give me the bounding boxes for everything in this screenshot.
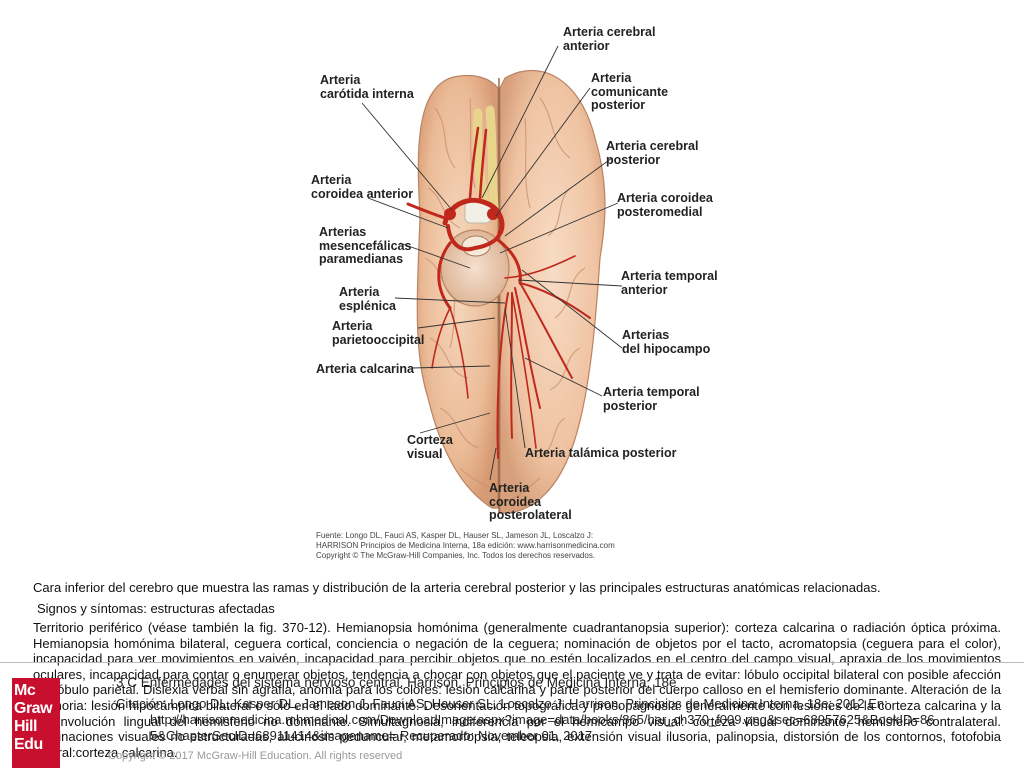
- citation-url-continued[interactable]: 5&ChapterSecID=68911414&imagename= Recup…: [150, 728, 593, 743]
- citation-url[interactable]: http://harrisonmedicina.mhmedical.com/Do…: [150, 712, 935, 727]
- citation-text: Citación: Longo DL, Kasper DL, Jameson J…: [116, 696, 888, 711]
- label-arteria-cerebral-anterior: Arteria cerebral anterior: [563, 25, 656, 53]
- copyright-notice: Copyright © 2017 McGraw-Hill Education. …: [108, 750, 403, 762]
- logo-word-mc: Mc: [14, 682, 36, 699]
- body-paragraph: Territorio periférico (véase también la …: [33, 620, 1001, 760]
- label-arteria-cerebral-posterior: Arteria cerebral posterior: [606, 139, 699, 167]
- label-arteria-coroidea-anterior: Arteria coroidea anterior: [311, 173, 414, 201]
- label-arteria-carotida-interna: Arteria carótida interna: [320, 73, 414, 101]
- footer-divider: [0, 662, 1024, 663]
- label-arteria-parietooccipital: Arteria parietooccipital: [332, 319, 425, 347]
- label-arterias-del-hipocampo: Arterias del hipocampo: [622, 328, 711, 356]
- figure-source-note: Fuente: Longo DL, Fauci AS, Kasper DL, H…: [316, 531, 615, 560]
- label-arteria-coroidea-posteromedial: Arteria coroidea posteromedial: [617, 191, 713, 219]
- gyri-left: [424, 97, 493, 489]
- leader-lines: [361, 45, 623, 481]
- logo-word-graw: Graw: [14, 700, 53, 717]
- arteries: [406, 126, 591, 459]
- label-arteria-temporal-anterior: Arteria temporal anterior: [621, 269, 718, 297]
- label-arteria-comunicante-posterior: Arteria comunicante posterior: [591, 71, 669, 112]
- chapter-title: 3 C Enfermedades del sistema nervioso ce…: [116, 675, 677, 690]
- section-subhead: Signos y síntomas: estructuras afectadas: [37, 601, 275, 616]
- midbrain: [440, 229, 510, 307]
- label-arteria-talamica-posterior: Arteria talámica posterior: [525, 446, 677, 460]
- figure-caption: Cara inferior del cerebro que muestra la…: [33, 580, 881, 595]
- label-arteria-coroidea-posterolateral: Arteria coroidea posterolateral: [489, 481, 572, 522]
- gyri-right: [507, 97, 586, 501]
- optic-nerve-right: [485, 105, 499, 213]
- label-arteria-calcarina: Arteria calcarina: [316, 362, 414, 376]
- label-arterias-mesencefalicas: Arterias mesencefálicas paramedianas: [319, 225, 412, 266]
- label-arteria-esplenica: Arteria esplénica: [339, 285, 396, 313]
- label-arteria-temporal-posterior: Arteria temporal posterior: [603, 385, 700, 413]
- mcgraw-hill-logo: Mc Graw Hill Edu: [12, 678, 60, 768]
- label-corteza-visual: Corteza visual: [407, 433, 453, 461]
- logo-word-hill: Hill: [14, 718, 37, 735]
- brain-inferior-illustration: [300, 18, 740, 563]
- logo-word-edu: Edu: [14, 736, 43, 753]
